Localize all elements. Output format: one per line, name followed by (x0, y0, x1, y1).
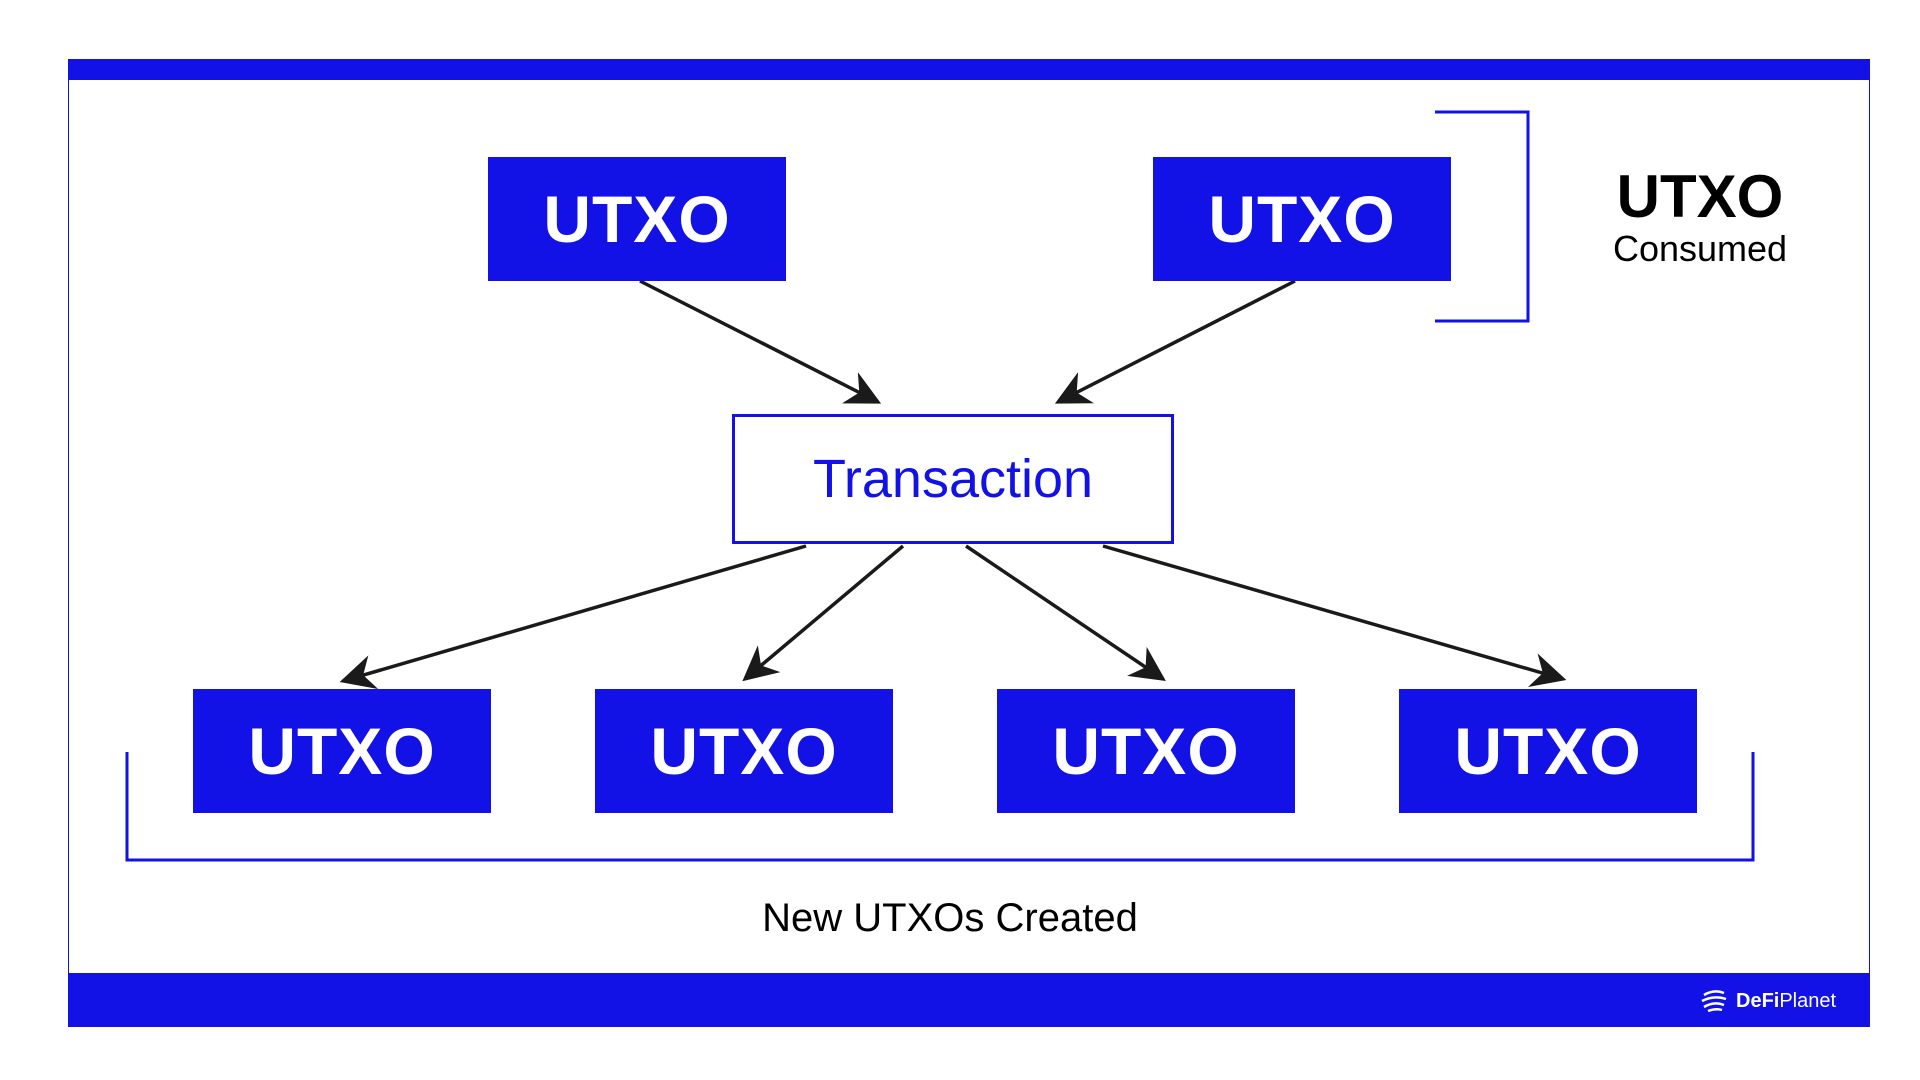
output-utxo-2: UTXO (595, 689, 893, 813)
consumed-title: UTXO (1616, 163, 1784, 230)
logo-text-regular: Planet (1779, 989, 1837, 1012)
consumed-bracket (1435, 110, 1530, 323)
defi-planet-logo: DeFiPlanet (1700, 987, 1836, 1015)
top-band (68, 59, 1870, 80)
output-utxo-3: UTXO (997, 689, 1295, 813)
arrow-output-1 (339, 544, 807, 689)
output-utxo-4: UTXO (1399, 689, 1697, 813)
input-utxo-1: UTXO (488, 157, 786, 281)
arrow-output-3 (965, 544, 1166, 681)
bottom-band (68, 973, 1870, 1027)
arrow-output-4 (1102, 544, 1567, 688)
arrow-input-2 (1054, 279, 1296, 404)
planet-icon (1701, 990, 1727, 1013)
created-label: New UTXOs Created (762, 896, 1138, 940)
created-bracket (125, 752, 1755, 862)
arrow-output-2 (742, 544, 905, 682)
arrow-input-1 (639, 279, 882, 404)
logo-text: DeFiPlanet (1736, 990, 1836, 1013)
logo-text-bold: DeFi (1736, 989, 1780, 1012)
output-utxo-1: UTXO (193, 689, 491, 813)
input-utxo-2: UTXO (1153, 157, 1451, 281)
transaction-box: Transaction (732, 414, 1174, 544)
consumed-subtitle: Consumed (1612, 228, 1788, 269)
